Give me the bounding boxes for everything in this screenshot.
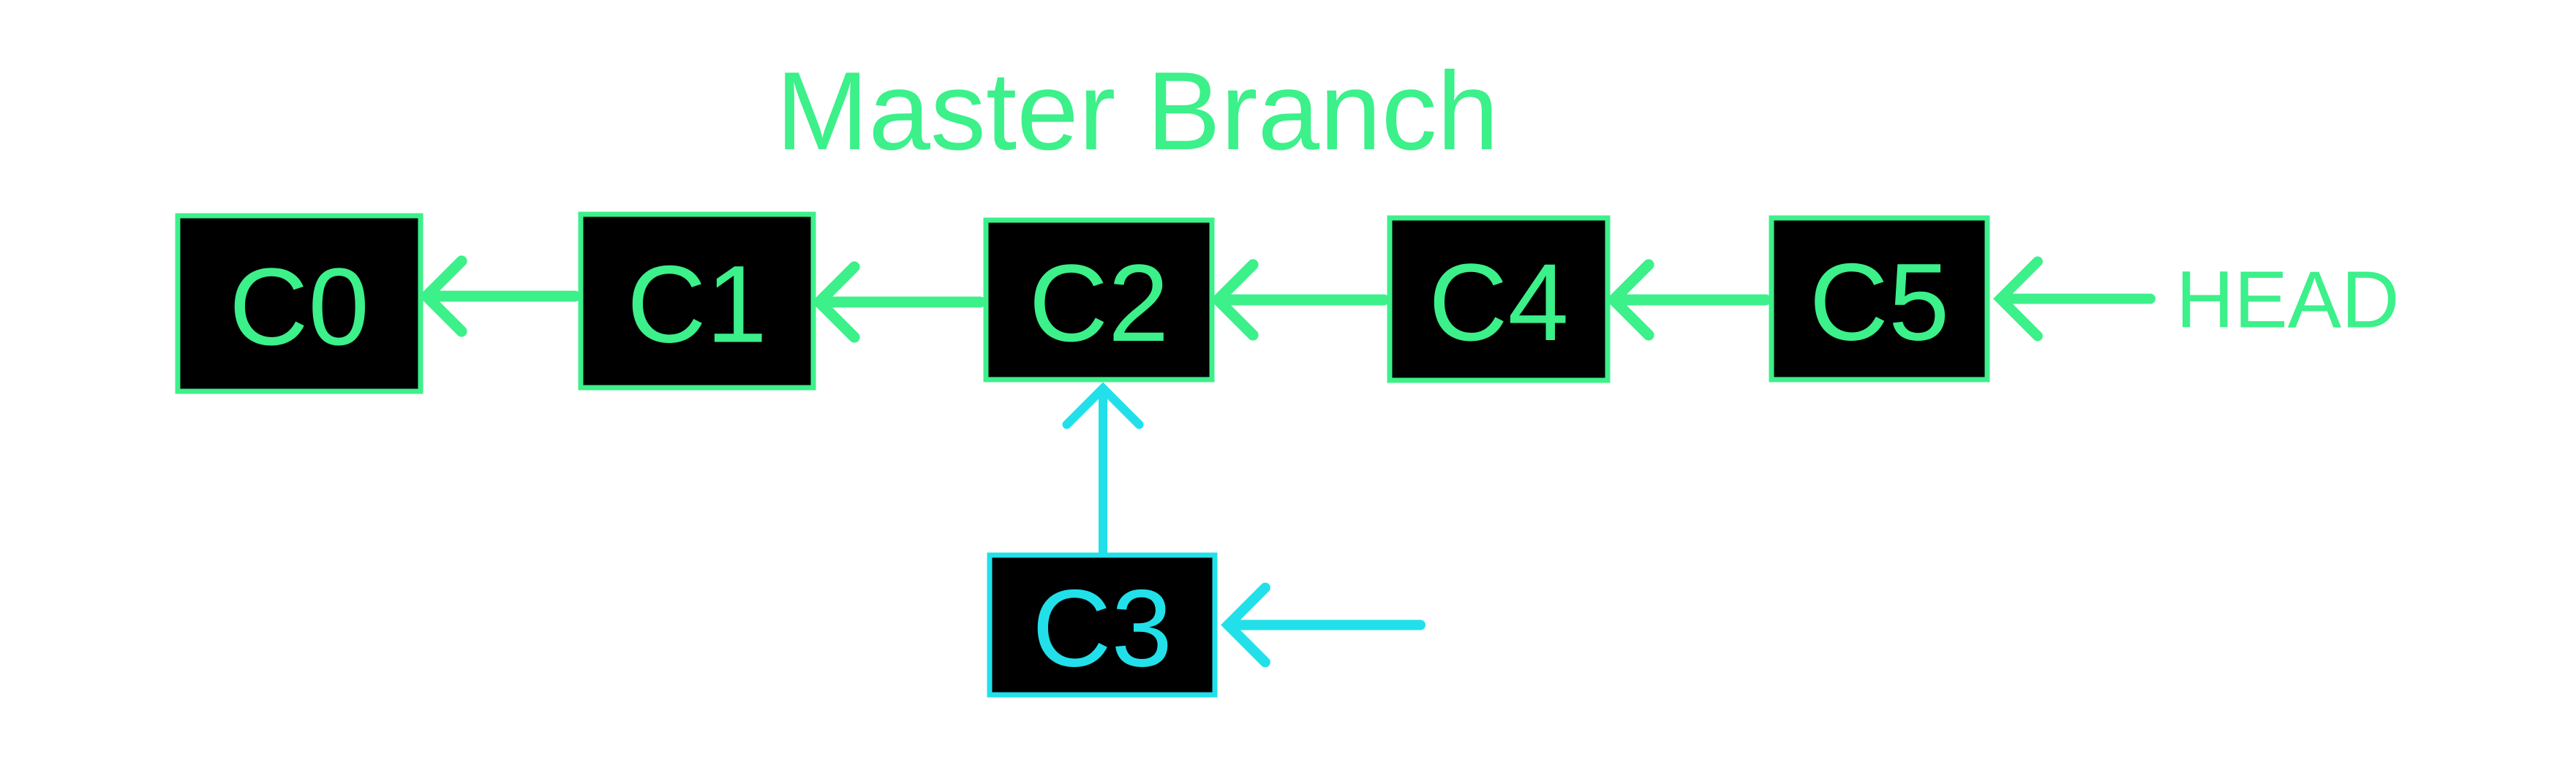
commit-label: C0 bbox=[229, 245, 369, 368]
edge-c5-to-c4-head-icon bbox=[1605, 259, 1654, 341]
commit-box bbox=[175, 213, 423, 394]
commit-box bbox=[1769, 215, 1990, 383]
commit-label: C5 bbox=[1809, 241, 1950, 363]
edge-c1-to-c0 bbox=[418, 255, 581, 337]
edge-c4-to-c2-head-icon bbox=[1210, 259, 1259, 341]
edge-c3-to-c2 bbox=[1062, 382, 1144, 557]
commit-box bbox=[983, 217, 1215, 383]
head-label: HEAD bbox=[2176, 255, 2400, 345]
edge-c5-to-c4 bbox=[1605, 259, 1771, 341]
edge-c2-to-c1 bbox=[811, 261, 986, 343]
commit-box bbox=[1387, 215, 1611, 383]
branch-pointers bbox=[1221, 256, 2155, 668]
edge-c2-to-c1-head-icon bbox=[811, 261, 860, 343]
commit-node-c0: C0 bbox=[175, 213, 423, 394]
edge-c4-to-c2 bbox=[1210, 259, 1390, 341]
commit-node-c5: C5 bbox=[1769, 215, 1990, 383]
edge-c3-to-c2-head-icon bbox=[1062, 382, 1144, 429]
commit-node-c1: C1 bbox=[578, 211, 816, 391]
edge-c1-to-c0-head-icon bbox=[418, 255, 467, 337]
commit-node-c3: C3 bbox=[987, 552, 1218, 698]
commit-box bbox=[578, 211, 816, 391]
commit-edges bbox=[418, 255, 1771, 557]
pointer-c3 bbox=[1221, 582, 1426, 668]
commit-label: C4 bbox=[1428, 241, 1569, 363]
commit-label: C1 bbox=[627, 243, 767, 366]
commit-label: C3 bbox=[1032, 567, 1172, 690]
pointer-c5-head-icon bbox=[1993, 256, 2043, 342]
pointer-c3-head-icon bbox=[1221, 582, 1270, 668]
pointer-c5 bbox=[1993, 256, 2155, 342]
commit-label: C2 bbox=[1029, 241, 1170, 364]
master-branch-title: Master Branch bbox=[776, 49, 1499, 173]
commit-node-c2: C2 bbox=[983, 217, 1215, 383]
commit-node-c4: C4 bbox=[1387, 215, 1611, 383]
commit-box bbox=[987, 552, 1218, 698]
